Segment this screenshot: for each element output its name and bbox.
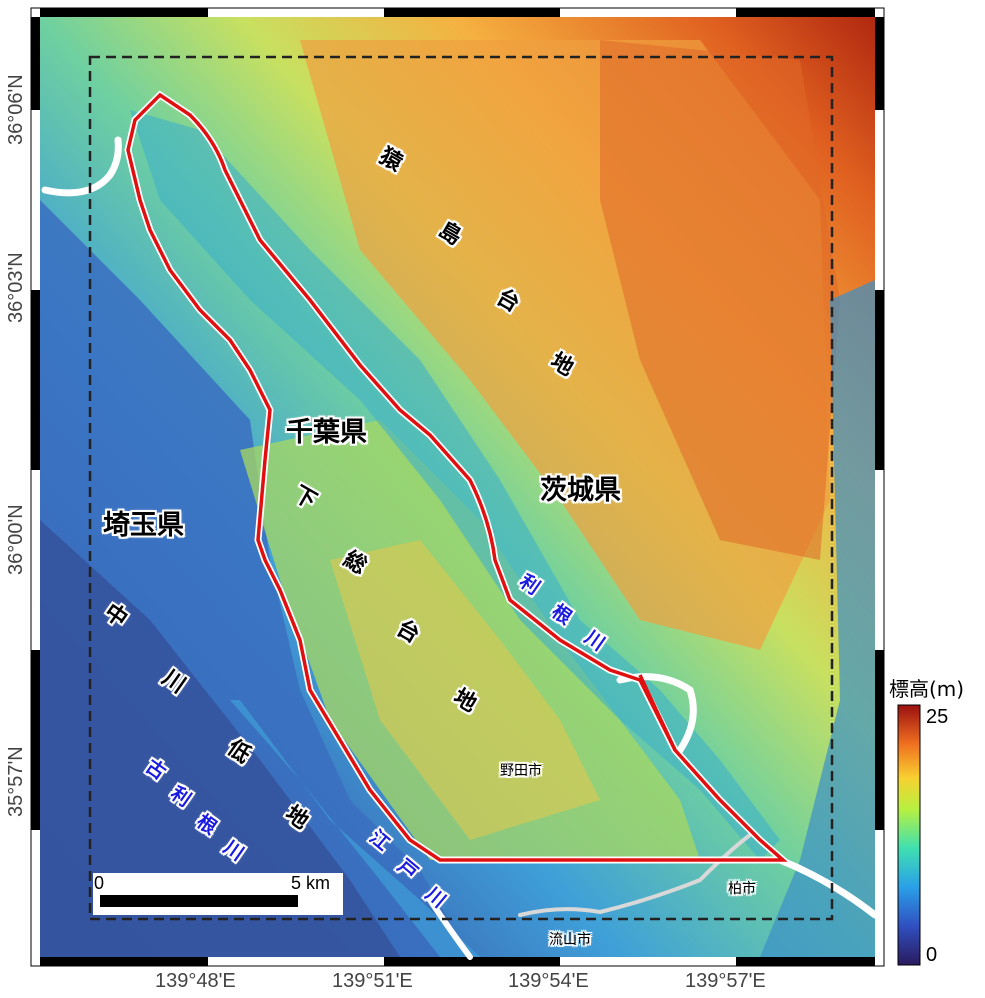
colorbar-max-label: 25 xyxy=(926,706,949,728)
lon-tick-3: 139°54'E xyxy=(508,970,589,992)
colorbar-min-label: 0 xyxy=(926,944,938,966)
lon-tick-4: 139°57'E xyxy=(685,970,766,992)
lat-tick-2: 36°03'N xyxy=(5,252,27,323)
lat-tick-3: 36°00'N xyxy=(5,504,27,575)
scale-bar xyxy=(93,873,343,915)
lat-tick-1: 36°06'N xyxy=(5,74,27,145)
scale-end-label: 5 km xyxy=(291,873,331,893)
elevation-raster xyxy=(40,17,875,957)
label-kashiwa: 柏市 xyxy=(728,881,756,897)
colorbar xyxy=(897,704,921,966)
colorbar-title: 標高(m) xyxy=(889,677,965,701)
roads xyxy=(41,136,879,960)
chiba-boundary xyxy=(124,90,793,864)
lat-tick-4: 35°57'N xyxy=(5,746,27,817)
label-saitama: 埼玉県 xyxy=(103,510,184,541)
label-ibaraki: 茨城県 xyxy=(540,475,621,506)
label-chiba: 千葉県 xyxy=(286,417,367,448)
scale-start-label: 0 xyxy=(94,873,105,893)
label-noda: 野田市 xyxy=(500,763,542,779)
lon-tick-1: 139°48'E xyxy=(155,970,236,992)
map-frame xyxy=(30,7,885,967)
study-area-outline xyxy=(88,55,834,921)
label-nagareyama: 流山市 xyxy=(549,932,591,948)
lon-tick-2: 139°51'E xyxy=(332,970,413,992)
